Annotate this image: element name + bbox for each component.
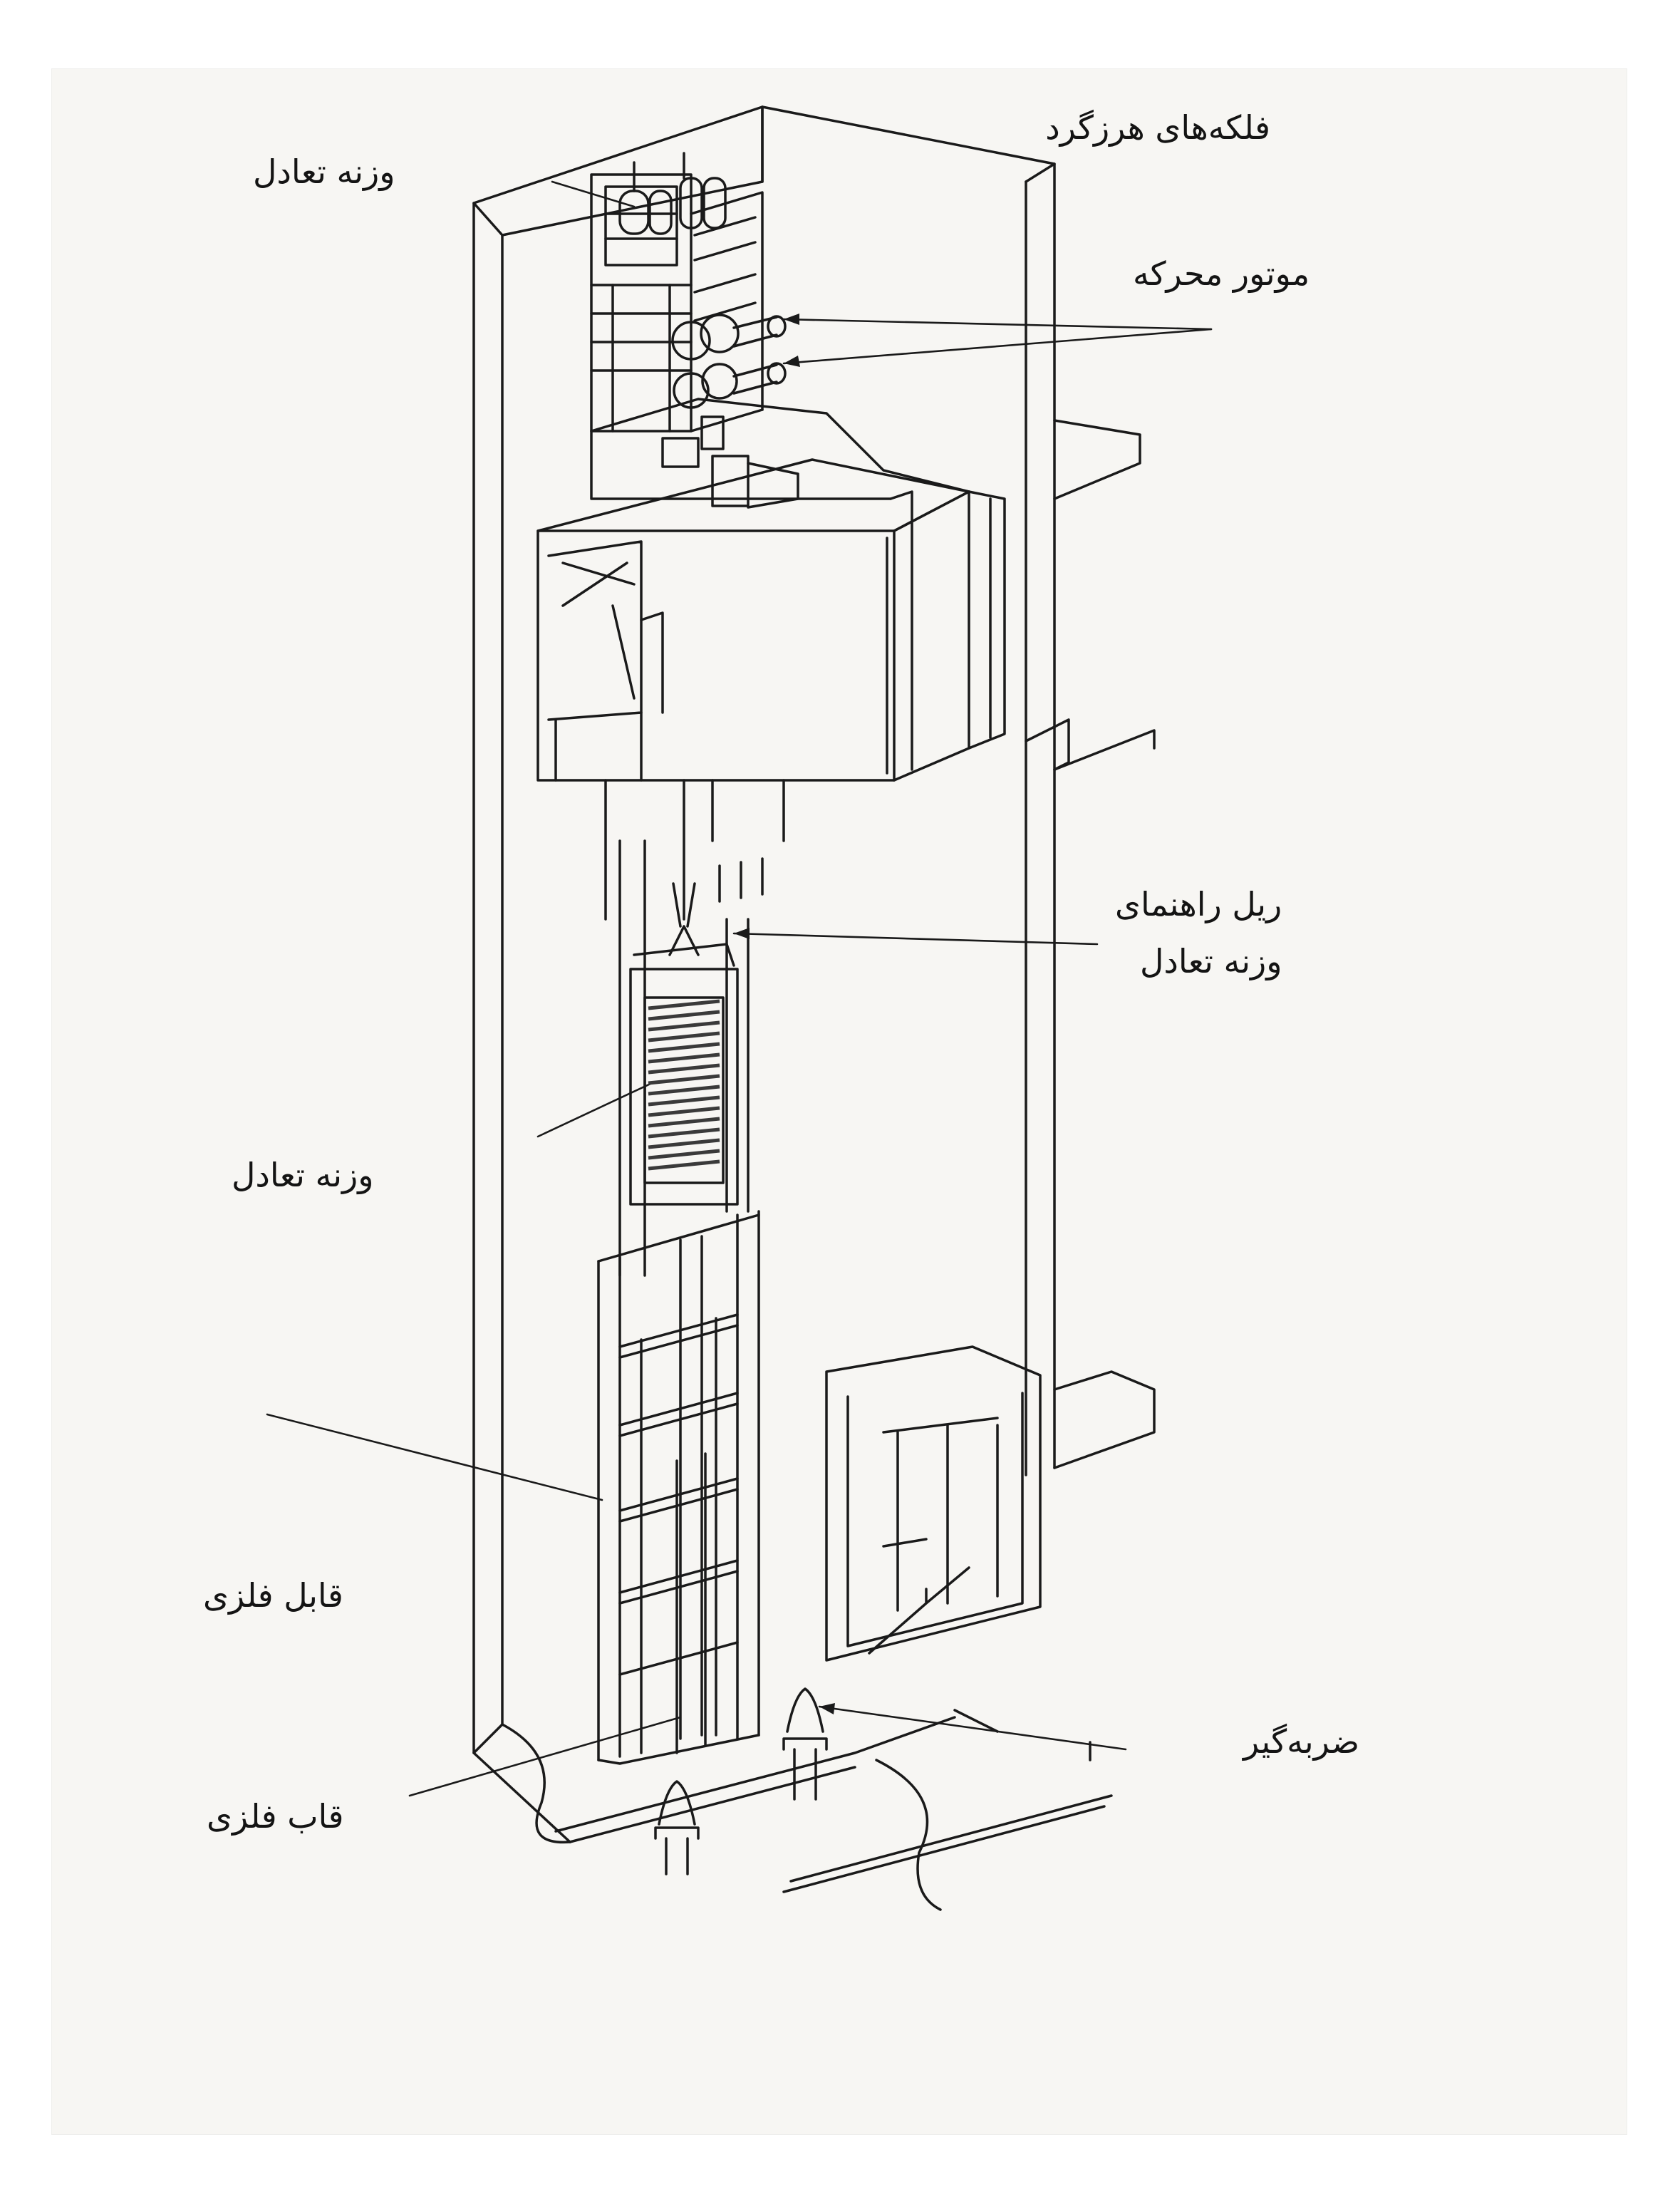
pit-floor <box>554 1709 1113 1911</box>
leader-lines <box>266 180 1213 1797</box>
leader-counterweight-rail <box>732 932 1099 946</box>
leader-counterweight-sheaves <box>551 180 636 208</box>
leader-metal-frame <box>408 1716 682 1797</box>
label-counterweight-sheaves-line1: فلکه‌های هرزگرد <box>1045 108 1270 147</box>
label-metal-frame: قاب فلزی <box>207 1797 344 1836</box>
right-shaft-wall <box>761 105 1156 1476</box>
counterweight-frame <box>629 882 739 1206</box>
counterweight-sheaves <box>618 152 727 235</box>
label-buffer: ضربه‌گیر <box>1243 1722 1360 1761</box>
left-shaft-wall <box>472 105 764 1844</box>
metal-cabin-frame <box>597 1210 760 1765</box>
label-metal-cabin: قابل فلزی <box>203 1576 343 1615</box>
counterweight-plates <box>648 999 720 1171</box>
buffer-right <box>782 1687 828 1801</box>
label-counterweight-rail-line1: ریل راهنمای <box>1115 885 1282 923</box>
drive-motors <box>671 314 787 409</box>
leader-motor-top <box>782 318 1213 331</box>
leader-buffer <box>818 1705 1127 1751</box>
car-guide-rail <box>675 1452 707 1754</box>
diagram-page <box>51 68 1627 2135</box>
label-counterweight-sheaves-line2: وزنه تعادل <box>253 152 395 191</box>
label-counterweight-rail-line2: وزنه تعادل <box>1140 942 1282 980</box>
leader-metal-cabin <box>266 1413 603 1501</box>
leader-counterweight <box>536 1082 653 1138</box>
label-counterweight: وزنه تعادل <box>232 1156 374 1194</box>
arrow-heads <box>734 314 835 1714</box>
elevator-car <box>536 458 1006 921</box>
leader-motor-bottom <box>782 328 1213 365</box>
buffer-left <box>654 1780 700 1875</box>
label-drive-motor: موتور محرکه <box>1133 254 1310 293</box>
landing-door <box>825 1345 1042 1662</box>
